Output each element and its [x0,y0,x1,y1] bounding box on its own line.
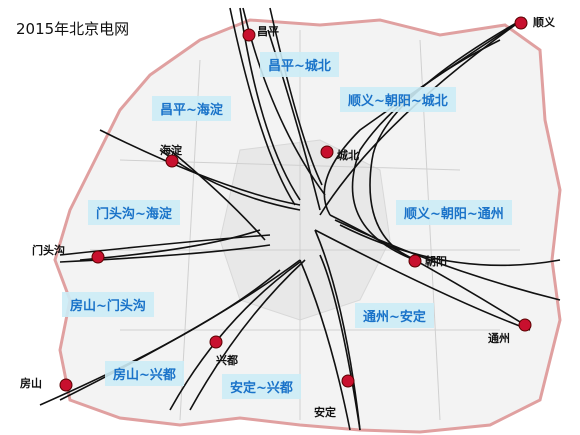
node-mentougou [91,250,105,264]
map-title: 2015年北京电网 [16,20,130,38]
node-label-changping: 昌平 [257,25,279,38]
node-label-xingdu: 兴都 [216,354,238,367]
node-label-shunyi: 顺义 [533,16,555,29]
region-label-shunyi-chaoyang-chengbei: 顺义~朝阳~城北 [340,87,456,112]
node-label-anding: 安定 [314,406,336,419]
region-label-anding-xingdu: 安定~兴都 [222,374,301,399]
node-xingdu [209,335,223,349]
node-label-tongzhou: 通州 [488,332,510,345]
node-label-mentougou: 门头沟 [32,244,65,257]
urban-core [219,139,391,321]
region-label-changping-haidian: 昌平~海淀 [152,96,231,121]
node-haidian [165,154,179,168]
node-tongzhou [518,318,532,332]
node-changping [242,28,256,42]
region-label-fangshan-mentougou: 房山~门头沟 [62,292,154,317]
node-label-chaoyang: 朝阳 [425,255,447,268]
node-fangshan [59,378,73,392]
node-anding [341,374,355,388]
node-chaoyang [408,254,422,268]
region-label-fangshan-xingdu: 房山~兴都 [105,361,184,386]
region-label-shunyi-chaoyang-tongzhou: 顺义~朝阳~通州 [396,200,512,225]
node-label-haidian: 海淀 [160,144,182,157]
node-shunyi [514,16,528,30]
region-label-tongzhou-anding: 通州~安定 [355,303,434,328]
node-label-chengbei: 城北 [337,149,359,162]
node-chengbei [320,145,334,159]
node-label-fangshan: 房山 [20,377,42,390]
region-label-changping-chengbei: 昌平~城北 [260,52,339,77]
substation-nodes [59,16,532,392]
region-label-mentougou-haidian: 门头沟~海淀 [88,200,180,225]
